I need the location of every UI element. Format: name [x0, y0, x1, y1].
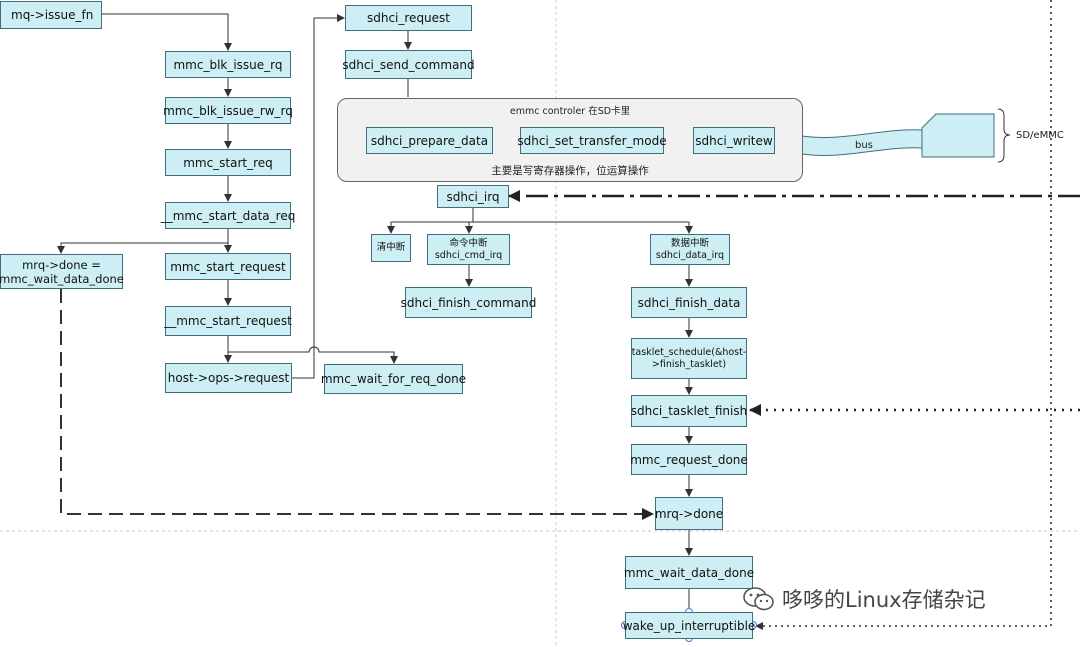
sd-emmc-label: SD/eMMC	[1016, 130, 1064, 141]
left-flow-connectors	[57, 13, 398, 379]
sd-emmc-brace	[997, 108, 1011, 163]
node-mrq-done-assign[interactable]: mrq->done = mmc_wait_data_done	[0, 254, 124, 289]
node-mmc-wait-for-req-done[interactable]: mmc_wait_for_req_done	[321, 364, 466, 394]
callback-dashed-arrow	[60, 289, 654, 520]
controller-title: emmc controler 在SD卡里	[509, 106, 631, 117]
node-data-irq[interactable]: 数据中断 sdhci_data_irq	[650, 234, 730, 265]
node-wake-up-interruptible[interactable]: wake_up_interruptible	[623, 612, 755, 639]
wechat-icon	[743, 587, 774, 611]
node-mmc-request-done[interactable]: mmc_request_done	[630, 444, 748, 475]
watermark: 哆哆的Linux存储杂记	[742, 584, 986, 614]
node-sdhci-writew[interactable]: sdhci_writew	[693, 127, 775, 154]
node-sdhci-request[interactable]: sdhci_request	[345, 5, 472, 31]
node-mmc-blk-issue-rq[interactable]: mmc_blk_issue_rq	[165, 51, 291, 78]
node-mmc-blk-issue-rw-rq[interactable]: mmc_blk_issue_rw_rq	[163, 97, 293, 124]
node-mmc-start-request-inner[interactable]: __mmc_start_request	[164, 306, 292, 336]
bus-label: bus	[855, 140, 873, 151]
node-clear-irq[interactable]: 清中断	[371, 234, 411, 262]
controller-note: 主要是写寄存器操作，位运算操作	[491, 165, 649, 177]
node-mq-issue-fn[interactable]: mq->issue_fn	[0, 1, 102, 29]
node-sdhci-set-transfer-mode[interactable]: sdhci_set_transfer_mode	[517, 127, 667, 154]
node-sdhci-finish-data[interactable]: sdhci_finish_data	[631, 287, 747, 318]
node-sdhci-tasklet-finish[interactable]: sdhci_tasklet_finish	[631, 395, 747, 427]
node-mrq-done[interactable]: mrq->done	[655, 497, 723, 530]
node-sdhci-send-command[interactable]: sdhci_send_command	[342, 50, 475, 79]
wakeup-dotted-arrow	[755, 0, 1052, 630]
node-mmc-wait-data-done[interactable]: mmc_wait_data_done	[624, 556, 754, 589]
node-mmc-start-request[interactable]: mmc_start_request	[165, 253, 291, 280]
driver-flow-connectors	[387, 31, 693, 608]
sd-emmc-device	[921, 113, 995, 158]
node-cmd-irq[interactable]: 命令中断 sdhci_cmd_irq	[427, 234, 510, 265]
node-sdhci-prepare-data[interactable]: sdhci_prepare_data	[366, 127, 493, 154]
node-tasklet-schedule[interactable]: tasklet_schedule(&host->finish_tasklet)	[631, 338, 747, 379]
node-sdhci-irq[interactable]: sdhci_irq	[437, 185, 509, 208]
node-mmc-start-req[interactable]: mmc_start_req	[165, 149, 291, 176]
node-sdhci-finish-command[interactable]: sdhci_finish_command	[401, 287, 536, 318]
watermark-text: 哆哆的Linux存储杂记	[782, 588, 986, 612]
node-host-ops-request[interactable]: host->ops->request	[165, 363, 292, 393]
node-mmc-start-data-req[interactable]: __mmc_start_data_req	[161, 202, 295, 229]
